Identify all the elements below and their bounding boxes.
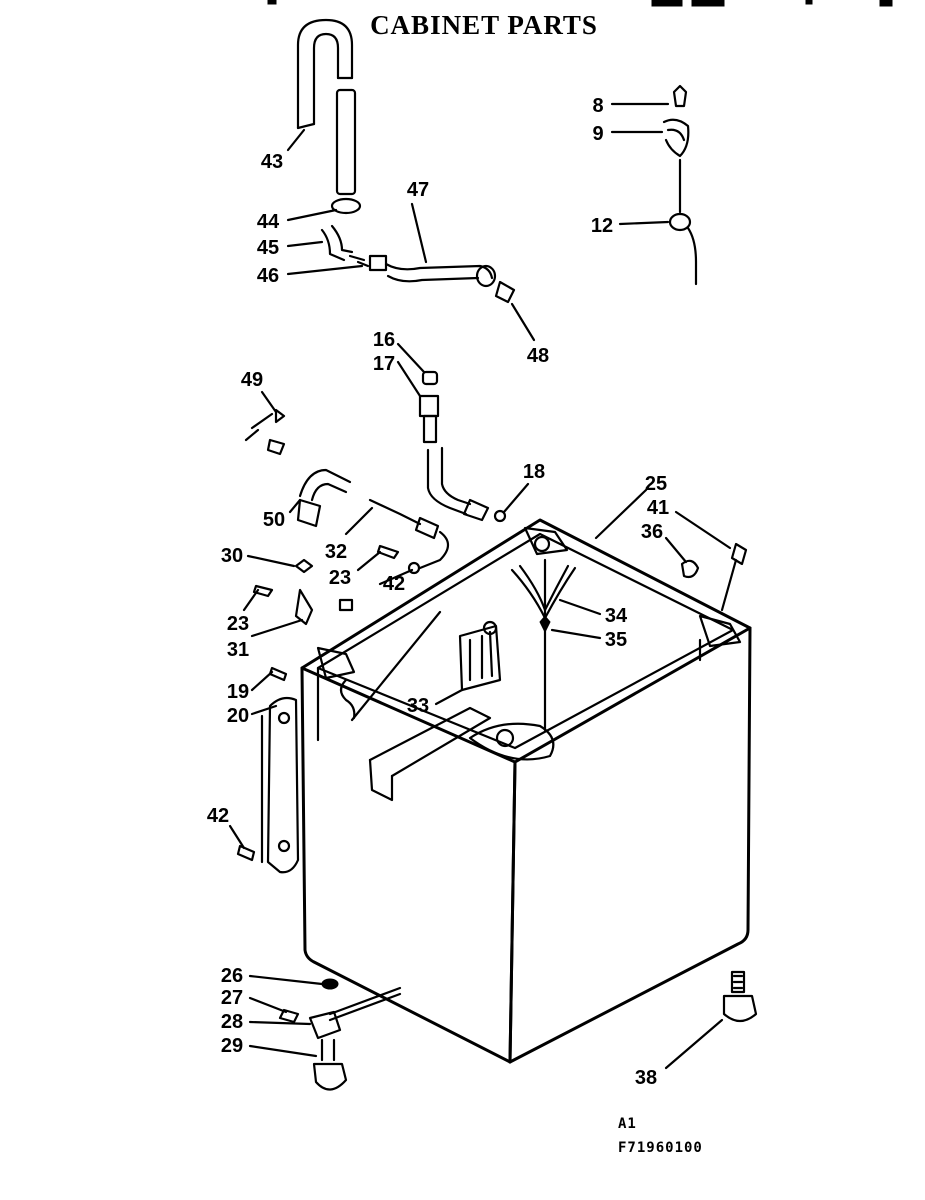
callout-18: 18 <box>523 461 545 483</box>
callout-45: 45 <box>257 237 279 259</box>
callout-30: 30 <box>221 545 243 567</box>
cabinet-box <box>300 518 752 1064</box>
callout-26: 26 <box>221 965 243 987</box>
callout-41: 41 <box>647 497 669 519</box>
callout-50: 50 <box>263 509 285 531</box>
callout-20: 20 <box>227 705 249 727</box>
callout-numbers: 43 44 45 46 47 48 8 9 12 16 17 18 49 50 … <box>207 95 669 1089</box>
callout-9: 9 <box>592 123 603 145</box>
callout-46: 46 <box>257 265 279 287</box>
top-right-parts <box>662 84 698 286</box>
reference-line-2: F71960100 <box>618 1140 703 1156</box>
diagram-title: CABINET PARTS <box>370 10 598 40</box>
callout-32: 32 <box>325 541 347 563</box>
left-side-parts <box>236 408 502 874</box>
callout-44: 44 <box>257 211 280 233</box>
callout-35: 35 <box>605 629 627 651</box>
water-inlet-hose <box>418 370 507 523</box>
callout-27: 27 <box>221 987 243 1009</box>
callout-33: 33 <box>407 695 429 717</box>
drain-hose-assembly <box>296 18 516 304</box>
callout-42-lower: 42 <box>207 805 229 827</box>
top-edge-fragments <box>267 0 893 7</box>
bottom-parts <box>278 970 758 1091</box>
callout-43: 43 <box>261 151 283 173</box>
callout-12: 12 <box>591 215 613 237</box>
right-side-parts <box>680 542 748 612</box>
reference-line-1: A1 <box>618 1116 637 1132</box>
diagram-reference-code: A1 F71960100 <box>618 1116 703 1156</box>
callout-23-left: 23 <box>227 613 249 635</box>
callout-25: 25 <box>645 473 667 495</box>
callout-47: 47 <box>407 179 429 201</box>
callout-19: 19 <box>227 681 249 703</box>
callout-23-right: 23 <box>329 567 351 589</box>
callout-49: 49 <box>241 369 263 391</box>
callout-16: 16 <box>373 329 395 351</box>
callout-38: 38 <box>635 1067 657 1089</box>
callout-29: 29 <box>221 1035 243 1057</box>
callout-8: 8 <box>592 95 603 117</box>
callout-17: 17 <box>373 353 395 375</box>
leader-lines <box>228 102 732 1070</box>
callout-31: 31 <box>227 639 249 661</box>
callout-42-upper: 42 <box>383 573 405 595</box>
callout-28: 28 <box>221 1011 243 1033</box>
callout-36: 36 <box>641 521 663 543</box>
callout-34: 34 <box>605 605 628 627</box>
callout-48: 48 <box>527 345 549 367</box>
